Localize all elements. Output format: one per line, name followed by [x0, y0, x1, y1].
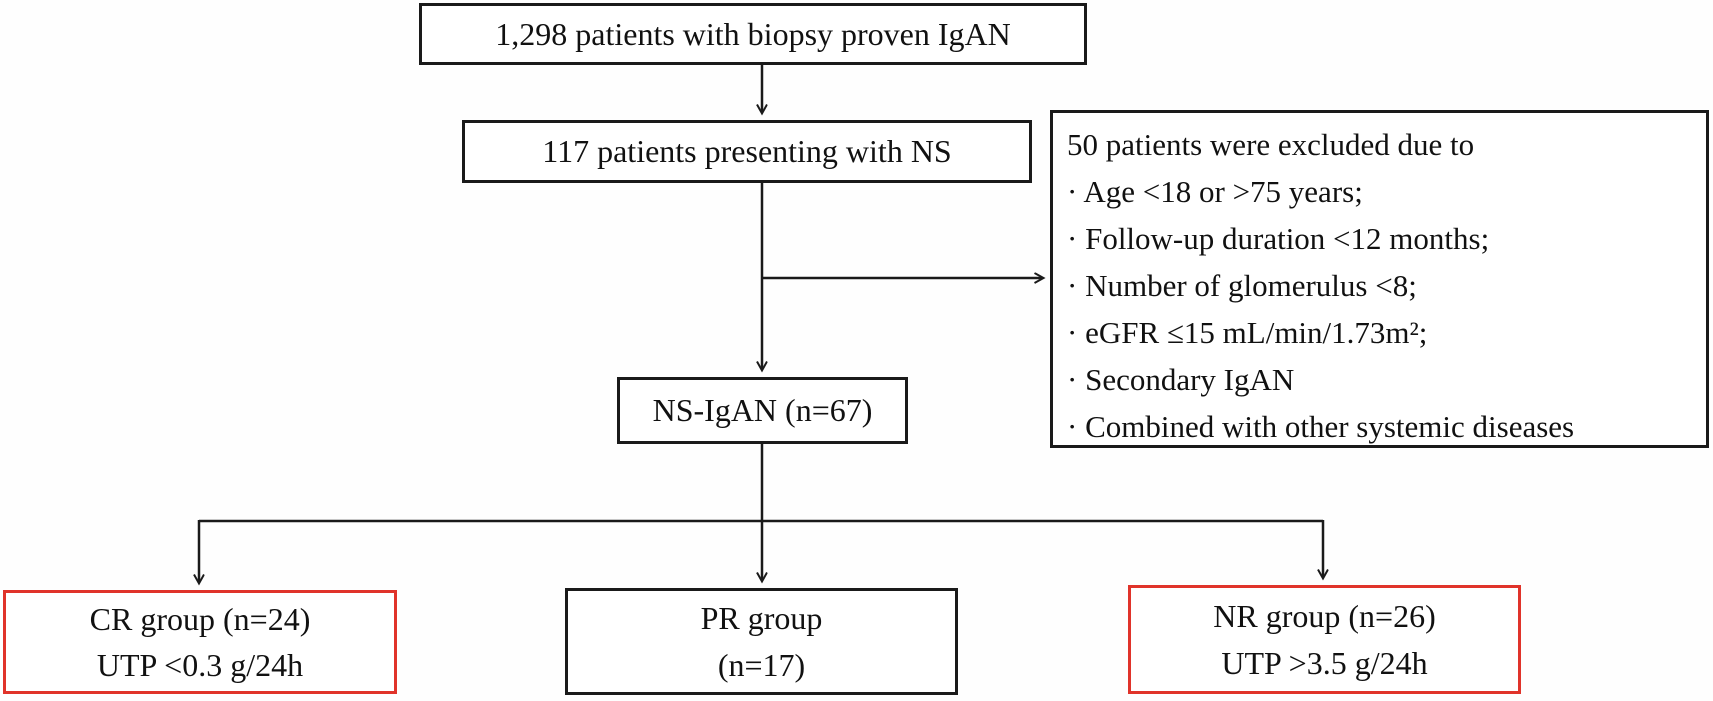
exclusion-item: · Number of glomerulus <8;: [1067, 268, 1417, 303]
pr-group-count: (n=17): [717, 646, 806, 683]
exclusion-title: 50 patients were excluded due to: [1067, 127, 1475, 162]
cr-group-title: CR group (n=24): [89, 600, 311, 637]
nr-group-criterion: UTP >3.5 g/24h: [1221, 644, 1428, 681]
exclusion-item: · Secondary IgAN: [1067, 362, 1295, 397]
node-total-patients-label: 1,298 patients with biopsy proven IgAN: [495, 15, 1011, 52]
exclusion-item: · Age <18 or >75 years;: [1067, 174, 1363, 209]
node-ns-patients-label: 117 patients presenting with NS: [542, 133, 952, 170]
node-ns-patients: 117 patients presenting with NS: [462, 120, 1032, 183]
pr-group-title: PR group: [700, 600, 823, 637]
exclusion-item: · Combined with other systemic diseases: [1067, 409, 1575, 444]
node-nr-group: NR group (n=26) UTP >3.5 g/24h: [1128, 585, 1521, 694]
exclusion-item: · eGFR ≤15 mL/min/1.73m²;: [1067, 315, 1428, 350]
node-ns-igan: NS-IgAN (n=67): [617, 377, 908, 444]
node-ns-igan-label: NS-IgAN (n=67): [652, 392, 873, 429]
exclusion-item: · Follow-up duration <12 months;: [1067, 221, 1490, 256]
cr-group-criterion: UTP <0.3 g/24h: [96, 647, 304, 683]
node-pr-group: PR group (n=17): [565, 588, 958, 695]
node-total-patients: 1,298 patients with biopsy proven IgAN: [419, 3, 1087, 65]
node-cr-group: CR group (n=24) UTP <0.3 g/24h: [3, 590, 397, 694]
nr-group-title: NR group (n=26): [1213, 598, 1436, 635]
node-exclusion-criteria: 50 patients were excluded due to · Age <…: [1050, 110, 1709, 448]
